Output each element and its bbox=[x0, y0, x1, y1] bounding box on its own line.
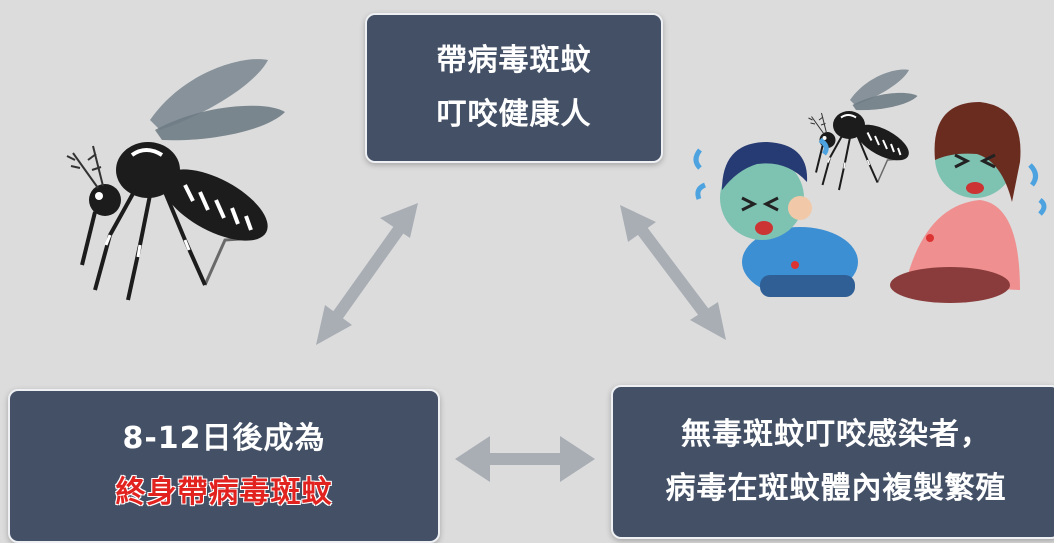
arrow-left-right bbox=[455, 436, 595, 482]
node-text-line: 病毒在斑蚊體內複製繁殖 bbox=[665, 471, 1007, 506]
mosquito-icon bbox=[65, 57, 287, 302]
arrow-top-right bbox=[620, 205, 726, 340]
node-infected-mosquito-bites: 帶病毒斑蚊 叮咬健康人 bbox=[365, 13, 663, 163]
node-text-line: 8-12日後成為 bbox=[122, 421, 326, 456]
sick-woman-figure bbox=[890, 102, 1047, 303]
node-lifelong-carrier: 8-12日後成為 終身帶病毒斑蚊 bbox=[8, 389, 440, 543]
arrow-top-left bbox=[316, 203, 418, 345]
mosquito-icon bbox=[807, 68, 919, 191]
node-text-line: 帶病毒斑蚊 bbox=[436, 43, 592, 78]
node-text-line: 叮咬健康人 bbox=[436, 97, 592, 132]
node-highlight-text: 終身帶病毒斑蚊 bbox=[115, 475, 333, 510]
node-virus-replication: 無毒斑蚊叮咬感染者， 病毒在斑蚊體內複製繁殖 bbox=[611, 385, 1054, 539]
diagram-canvas bbox=[65, 57, 1047, 482]
sick-boy-figure bbox=[693, 137, 858, 297]
node-text-line: 無毒斑蚊叮咬感染者， bbox=[681, 417, 991, 452]
